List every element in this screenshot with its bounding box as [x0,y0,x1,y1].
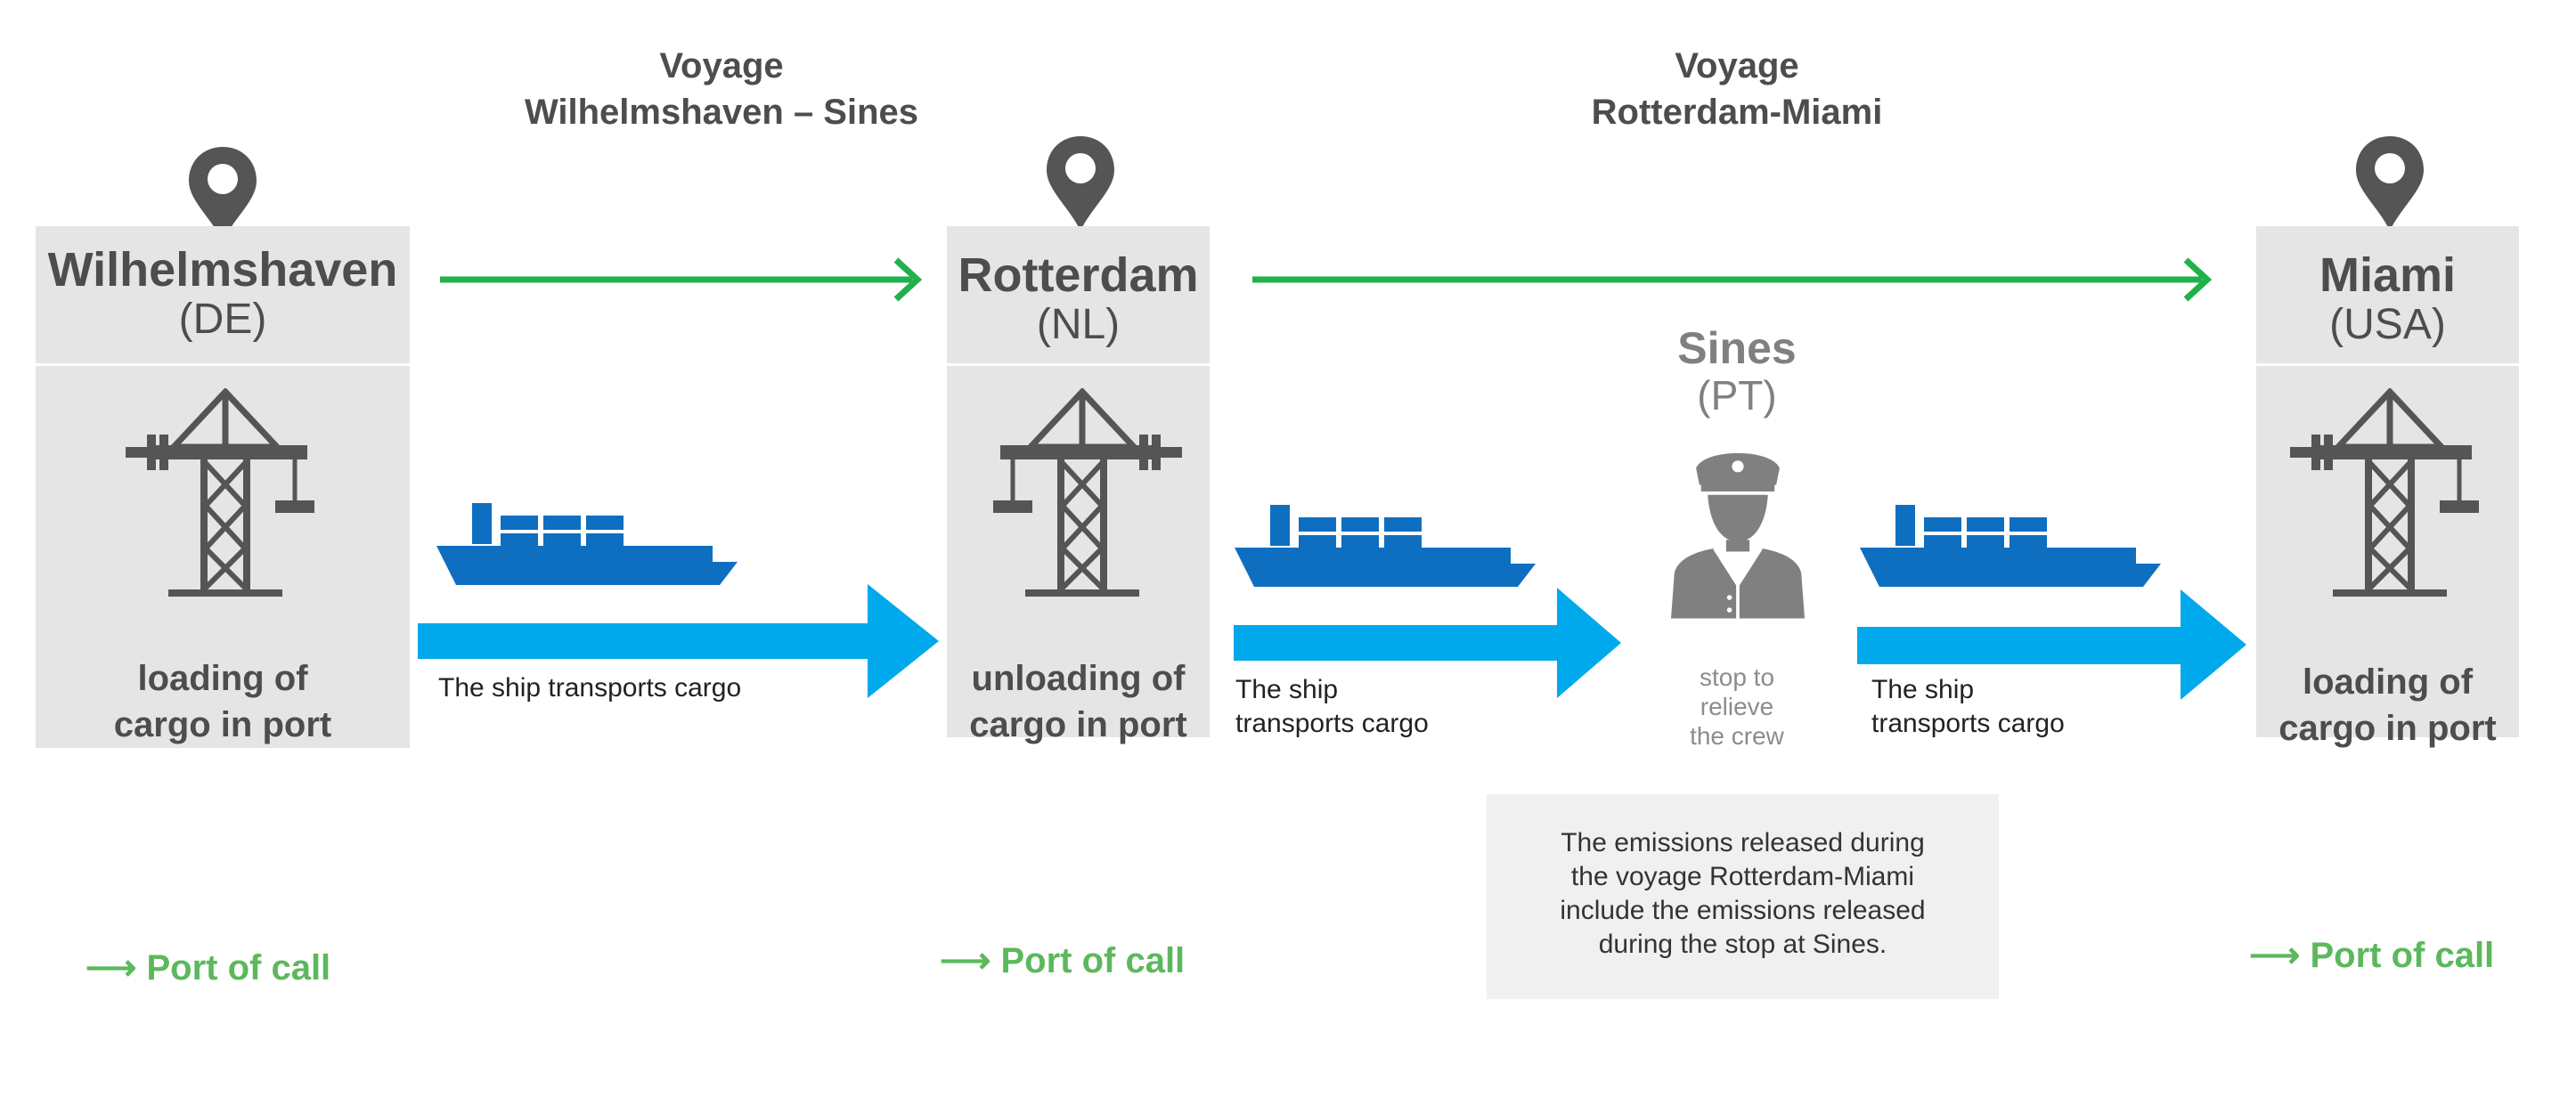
action-line: loading of [137,659,308,698]
note-line: The emissions released during [1561,828,1925,857]
leg-caption-3: The ship transports cargo [1871,673,2065,741]
port-name: Wilhelmshaven [47,243,398,297]
port-country: (DE) [178,296,267,343]
caption-line: transports cargo [1871,709,2065,738]
port-box: Rotterdam (NL) [947,226,1210,737]
leg-caption-2: The ship transports cargo [1235,673,1429,741]
port-divider [947,363,1210,366]
leg-caption-1: The ship transports cargo [438,673,742,703]
cargo-ship-icon [1235,505,1537,590]
voyage-label: Voyage [1675,46,1799,85]
action-line: cargo in port [2278,709,2497,748]
ship-captain-icon [1671,442,1805,620]
stop-country: (PT) [1697,372,1777,418]
stop-line: the crew [1690,722,1784,750]
port-box: Miami (USA) [2256,226,2519,737]
port-name: Rotterdam [958,248,1199,302]
voyage-title-2: Voyage Rotterdam-Miami [1434,43,2040,135]
note-line: the voyage Rotterdam-Miami [1570,862,1915,891]
caption-line: The ship [1871,675,1975,704]
note-line: include the emissions released [1560,896,1926,925]
crane-icon [2285,388,2499,602]
voyage-label: Voyage [659,46,784,85]
port-action: loading of cargo in port [36,655,410,748]
arrow-right-icon: ⟶ [86,948,137,987]
port-divider [36,363,410,366]
port-name: Miami [2319,248,2457,302]
note-line: during the stop at Sines. [1598,930,1887,959]
port-action: unloading of cargo in port [929,655,1227,748]
voyage-route: Rotterdam-Miami [1591,93,1883,132]
arrow-right-icon: ⟶ [2249,936,2301,975]
port-country: (USA) [2329,301,2446,348]
crane-icon [974,388,1187,602]
port-of-call-label: Port of call [1000,941,1186,980]
action-line: loading of [2302,662,2474,702]
port-of-call-link: ⟶ Port of call [86,946,330,990]
action-line: cargo in port [113,705,332,744]
location-pin-icon [2354,134,2425,233]
voyage-title-1: Voyage Wilhelmshaven – Sines [419,43,1024,135]
cargo-arrow-2 [1234,588,1621,698]
emissions-note: The emissions released during the voyage… [1487,794,1999,999]
stop-line: stop to [1699,663,1775,691]
cargo-ship-icon [1860,505,2163,590]
caption-line: The ship [1235,675,1339,704]
port-divider [2256,363,2519,366]
port-box: Wilhelmshaven (DE) [36,226,410,748]
crane-icon [120,388,334,602]
stop-sines: Sines (PT) stop to relieve the crew [1603,323,1871,750]
action-line: unloading of [971,659,1186,698]
action-line: cargo in port [969,705,1187,744]
port-of-call-link: ⟶ Port of call [940,939,1185,983]
voyage-route: Wilhelmshaven – Sines [524,93,919,132]
stop-description: stop to relieve the crew [1603,662,1871,751]
cargo-arrow-1 [418,584,939,698]
location-pin-icon [1045,134,1116,233]
port-of-call-label: Port of call [2310,936,2495,975]
port-of-call-label: Port of call [146,948,331,987]
cargo-arrow-3 [1857,589,2246,700]
port-of-call-link: ⟶ Port of call [2249,933,2494,978]
cargo-ship-icon [436,503,739,589]
voyage-arrow-2 [1252,257,2213,302]
caption-line: transports cargo [1235,709,1429,738]
stop-name: Sines [1677,323,1797,373]
stop-line: relieve [1700,693,1774,720]
voyage-arrow-1 [440,257,923,302]
port-action: loading of cargo in port [2238,659,2537,752]
port-country: (NL) [1036,301,1121,348]
arrow-right-icon: ⟶ [940,941,991,980]
